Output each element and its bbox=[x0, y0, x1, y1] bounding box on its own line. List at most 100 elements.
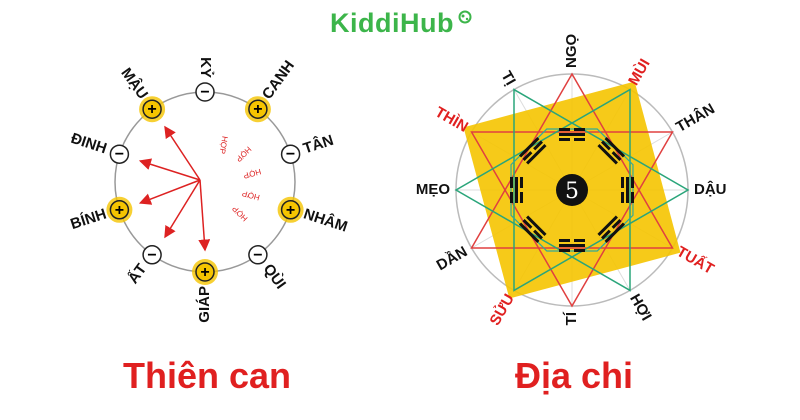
center-number: 5 bbox=[565, 179, 579, 204]
stem-label: NHÂM bbox=[301, 205, 349, 236]
line bbox=[518, 222, 540, 244]
sign: − bbox=[286, 146, 295, 163]
stem-label: ĐINH bbox=[69, 130, 109, 158]
trigram-icon bbox=[597, 215, 626, 244]
stem-label: BÍNH bbox=[68, 206, 108, 234]
line bbox=[520, 192, 523, 203]
line bbox=[510, 192, 513, 203]
line bbox=[559, 133, 585, 136]
stem-label: CANH bbox=[259, 57, 298, 102]
sign: − bbox=[115, 146, 124, 163]
trigram-icon bbox=[559, 128, 585, 141]
trigram-icon bbox=[597, 136, 626, 165]
trigram-icon bbox=[510, 177, 523, 203]
line bbox=[600, 229, 611, 240]
line bbox=[611, 151, 622, 162]
trigram-icon bbox=[559, 239, 585, 252]
branch-label: HỢI bbox=[626, 291, 655, 324]
line bbox=[533, 140, 544, 151]
line bbox=[518, 136, 540, 158]
line bbox=[574, 138, 585, 141]
line bbox=[526, 144, 547, 165]
arrow bbox=[198, 179, 211, 252]
line bbox=[631, 192, 634, 203]
hop-label: HỢP bbox=[234, 145, 253, 164]
stem-label: QÙI bbox=[260, 260, 290, 292]
sign: − bbox=[147, 247, 156, 264]
line bbox=[533, 229, 544, 240]
red-triangle bbox=[470, 72, 674, 249]
line bbox=[559, 244, 585, 247]
green-triangle bbox=[454, 88, 631, 292]
sign: + bbox=[253, 101, 262, 118]
sign: − bbox=[200, 84, 209, 101]
minus-icon bbox=[109, 144, 130, 164]
arrow bbox=[164, 125, 201, 181]
line bbox=[631, 177, 634, 188]
kiddihub-logo: KiddiHub bbox=[330, 8, 454, 38]
plus-icon bbox=[142, 99, 162, 119]
trigram-icon bbox=[518, 215, 547, 244]
stem-label: GIÁP bbox=[196, 286, 213, 323]
branch-label: THÌN bbox=[432, 104, 471, 136]
line bbox=[522, 151, 533, 162]
sign: + bbox=[147, 101, 156, 118]
hop-label: HỢP bbox=[241, 189, 261, 202]
line bbox=[559, 249, 570, 252]
line bbox=[597, 215, 618, 236]
center-circle bbox=[556, 174, 588, 206]
branch-label: DẦN bbox=[434, 243, 471, 274]
line bbox=[526, 215, 547, 236]
minus-icon bbox=[248, 245, 268, 265]
arrow bbox=[138, 179, 201, 205]
plus-icon bbox=[280, 200, 301, 220]
branch-label: TUẤT bbox=[674, 243, 717, 278]
line bbox=[597, 144, 618, 165]
hop-label: HỢP bbox=[230, 204, 249, 223]
branch-label: DẬU bbox=[694, 180, 727, 198]
branch-label: MẸO bbox=[416, 181, 451, 198]
stem-label: KỶ bbox=[197, 57, 214, 78]
minus-icon bbox=[195, 82, 215, 102]
minus-icon bbox=[142, 245, 162, 265]
red-triangle bbox=[470, 131, 674, 308]
line bbox=[621, 192, 624, 203]
stem-label: MẬU bbox=[117, 64, 152, 102]
branch-label: NGỌ bbox=[563, 34, 580, 69]
green-triangle bbox=[513, 88, 690, 292]
line bbox=[559, 128, 570, 131]
branch-label: TỊ bbox=[497, 68, 518, 88]
line bbox=[559, 239, 570, 242]
arrow bbox=[164, 179, 201, 239]
line bbox=[611, 218, 622, 229]
thien-can-diagram: +GIÁP−QÙI+NHÂM−TÂN+CANH−KỶ+MẬU−ĐINH+BÍNH… bbox=[68, 57, 349, 323]
line bbox=[522, 218, 533, 229]
trigram-icon bbox=[518, 136, 547, 165]
arrow bbox=[138, 158, 201, 181]
plus-icon bbox=[195, 262, 215, 282]
stem-label: ẤT bbox=[125, 261, 151, 287]
line bbox=[600, 140, 611, 151]
stem-label: TÂN bbox=[301, 131, 336, 158]
plus-icon bbox=[248, 99, 268, 119]
sign: + bbox=[200, 264, 209, 281]
branch-label: TÍ bbox=[563, 311, 580, 325]
branch-label: THÂN bbox=[673, 99, 718, 135]
line bbox=[510, 177, 513, 188]
line bbox=[520, 177, 523, 188]
line bbox=[515, 177, 518, 203]
sign: − bbox=[253, 247, 262, 264]
trigram-icon bbox=[621, 177, 634, 203]
dia-chi-title: Địa chi bbox=[515, 355, 633, 396]
line bbox=[559, 138, 570, 141]
minus-icon bbox=[280, 144, 301, 164]
plus-icon bbox=[109, 200, 130, 220]
line bbox=[604, 136, 626, 158]
line bbox=[604, 222, 626, 244]
hop-label: HỢP bbox=[217, 135, 229, 154]
line bbox=[574, 239, 585, 242]
line bbox=[621, 177, 624, 188]
globe-icon bbox=[458, 10, 472, 24]
